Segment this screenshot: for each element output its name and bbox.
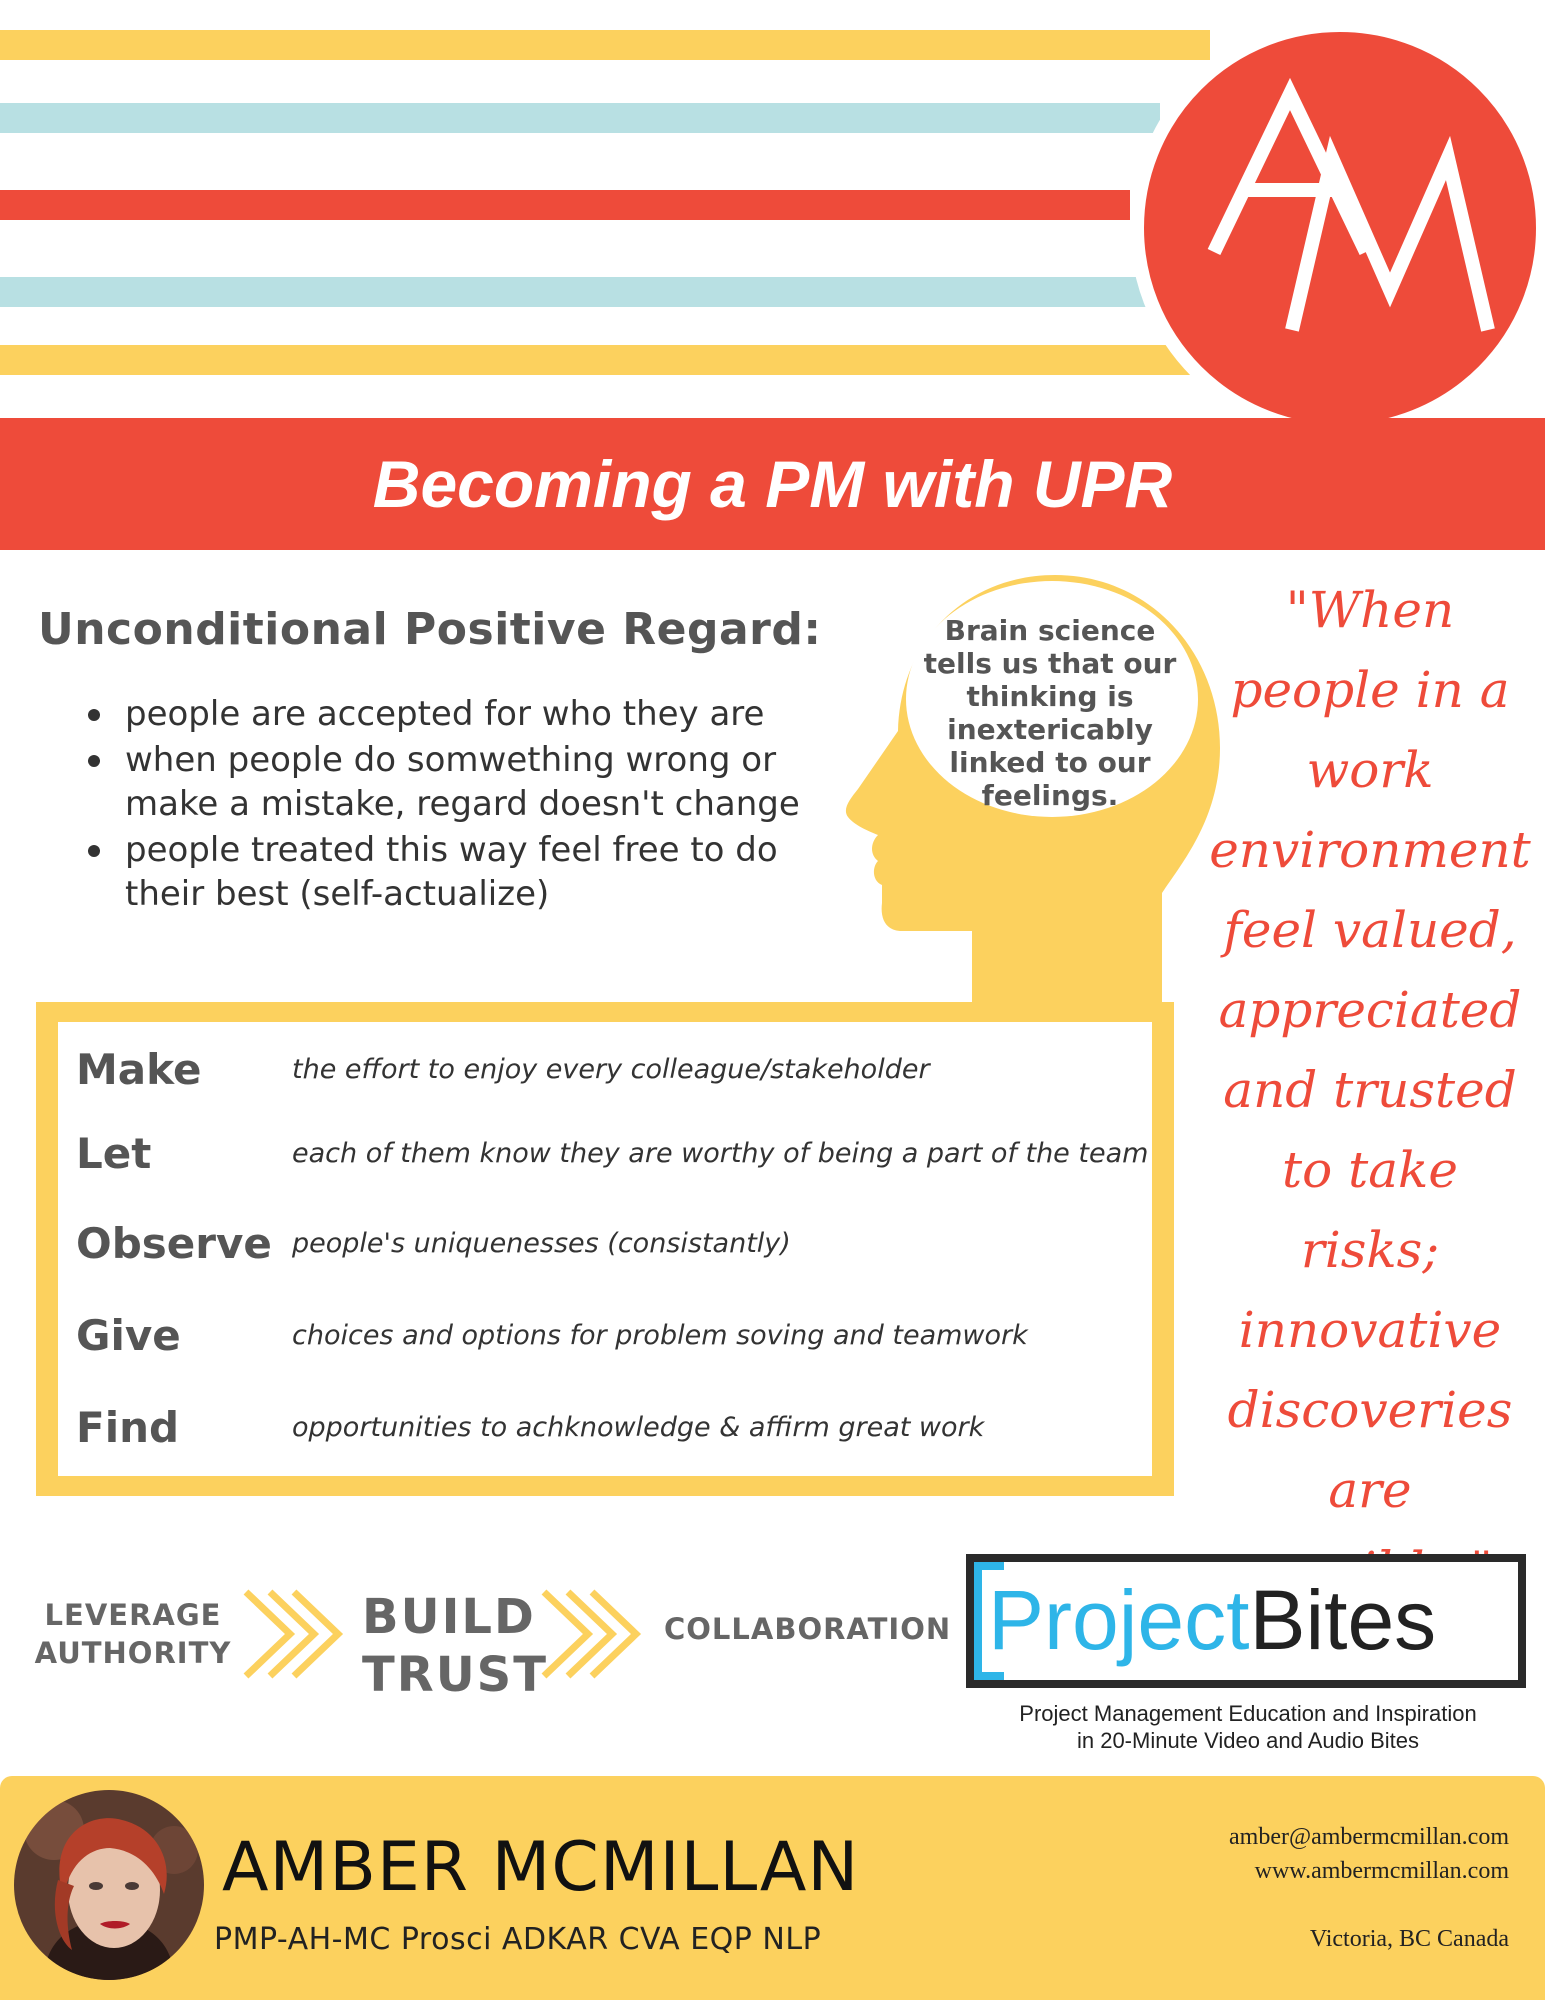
double-chevron-icon (541, 1589, 642, 1679)
mlogf-desc: opportunities to achknowledge & affirm g… (292, 1412, 985, 1443)
tagline-line: Project Management Education and Inspira… (1019, 1701, 1477, 1726)
am-logo-mark (1207, 77, 1495, 332)
stripe-red (0, 190, 1130, 220)
mlogf-word: Let (76, 1129, 152, 1178)
quote-line: "When (1285, 581, 1455, 639)
author-credentials: PMP-AH-MC Prosci ADKAR CVA EQP NLP (214, 1922, 822, 1957)
mlogf-inner: Make the effort to enjoy every colleague… (58, 1022, 1152, 1476)
mlogf-word: Observe (76, 1219, 272, 1268)
flow-step-leverage: LEVERAGE AUTHORITY (30, 1596, 236, 1672)
projectbites-tagline: Project Management Education and Inspira… (958, 1700, 1538, 1754)
quote: "When people in a work environment feel … (1200, 570, 1540, 1610)
title-banner: Becoming a PM with UPR (0, 418, 1545, 550)
stripe-yellow-2 (0, 345, 1210, 375)
mlogf-word: Make (76, 1045, 202, 1094)
upr-list: people are accepted for who they are whe… (82, 692, 862, 918)
upr-item: when people do somwething wrong or make … (82, 738, 862, 826)
mlogf-row: Let each of them know they are worthy of… (58, 1124, 1152, 1184)
author-name: AMBER MCMILLAN (222, 1828, 860, 1907)
double-chevron-icon (243, 1589, 344, 1679)
mlogf-row: Give choices and options for problem sov… (58, 1306, 1152, 1366)
upr-heading: Unconditional Positive Regard: (38, 604, 822, 655)
projectbites-logo: ProjectBites (966, 1554, 1526, 1688)
quote-line: risks; (1300, 1221, 1440, 1279)
contact-info: amber@ambermcmillan.com www.ambermcmilla… (1229, 1820, 1509, 1888)
avatar-portrait (14, 1790, 204, 1980)
location: Victoria, BC Canada (1309, 1926, 1509, 1952)
projectbites-bites: Bites (1249, 1573, 1437, 1667)
quote-line: work (1306, 741, 1434, 799)
head-silhouette-icon (845, 575, 1220, 1003)
am-logo (1130, 18, 1545, 438)
mlogf-row: Find opportunities to achknowledge & aff… (58, 1398, 1152, 1458)
website-link[interactable]: www.ambermcmillan.com (1254, 1858, 1509, 1884)
projectbites-wordmark: ProjectBites (988, 1570, 1436, 1670)
mlogf-row: Observe people's uniquenesses (consistan… (58, 1214, 1152, 1274)
flow-step-text: AUTHORITY (34, 1636, 232, 1670)
flow-step-text: BUILD (362, 1589, 536, 1645)
mlogf-desc: choices and options for problem soving a… (292, 1320, 1028, 1351)
upr-item: people treated this way feel free to do … (82, 828, 862, 916)
flow-step-text: LEVERAGE (44, 1598, 222, 1632)
mlogf-word: Give (76, 1311, 181, 1360)
flow-step-build-trust: BUILD TRUST (362, 1588, 548, 1704)
email-link[interactable]: amber@ambermcmillan.com (1229, 1824, 1509, 1850)
mlogf-row: Make the effort to enjoy every colleague… (58, 1040, 1152, 1100)
projectbites-accent (974, 1562, 1004, 1680)
mlogf-box: Make the effort to enjoy every colleague… (36, 1002, 1174, 1496)
brain-science-text: Brain science tells us that our thinking… (923, 614, 1177, 812)
tagline-line: in 20-Minute Video and Audio Bites (1076, 1728, 1420, 1753)
quote-line: environment (1209, 821, 1531, 879)
quote-line: to take (1282, 1141, 1458, 1199)
flow-step-collaboration: COLLABORATION (664, 1612, 952, 1646)
stripe-yellow-1 (0, 30, 1210, 60)
quote-line: feel valued, (1223, 901, 1517, 959)
mlogf-desc: people's uniquenesses (consistantly) (292, 1228, 791, 1259)
quote-line: innovative (1238, 1301, 1502, 1359)
avatar (14, 1790, 204, 1980)
upr-item: people are accepted for who they are (82, 692, 862, 736)
quote-line: and trusted (1223, 1061, 1517, 1119)
footer: AMBER MCMILLAN PMP-AH-MC Prosci ADKAR CV… (0, 1776, 1545, 2000)
quote-line: discoveries (1227, 1381, 1513, 1439)
mlogf-desc: each of them know they are worthy of bei… (292, 1138, 1149, 1169)
page-title: Becoming a PM with UPR (372, 447, 1173, 521)
stripe-blue-1 (0, 103, 1160, 133)
stripe-blue-2 (0, 277, 1160, 307)
mlogf-word: Find (76, 1403, 180, 1452)
quote-line: people in a (1230, 661, 1510, 719)
mlogf-desc: the effort to enjoy every colleague/stak… (292, 1054, 930, 1085)
flow-step-text: TRUST (362, 1647, 548, 1703)
quote-line: appreciated (1218, 981, 1522, 1039)
projectbites-project: Project (988, 1573, 1250, 1667)
